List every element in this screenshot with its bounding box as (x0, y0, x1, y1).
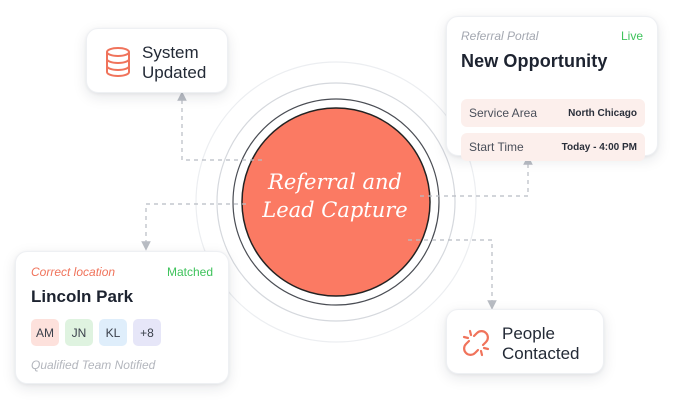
database-icon (104, 47, 132, 78)
location-title: Lincoln Park (31, 287, 134, 306)
outer-ring (195, 61, 477, 343)
location-kicker: Correct location (31, 265, 116, 279)
center-circle (241, 107, 431, 297)
system-updated-card: System Updated (86, 28, 228, 93)
lincoln-park-card: Correct location Matched Lincoln Park AM… (15, 251, 229, 384)
avatar: AM (31, 319, 59, 346)
people-contacted-line1: People (502, 324, 555, 343)
service-area-label: Service Area (469, 106, 538, 120)
middle-ring (216, 82, 456, 322)
connector-people (408, 239, 497, 310)
matched-status: Matched (166, 265, 213, 279)
referral-portal-card: Referral Portal Live New Opportunity Ser… (446, 16, 658, 161)
center-title-line1: Referral and (268, 170, 402, 194)
avatar: KL (99, 319, 127, 346)
people-contacted-card: People Contacted (446, 309, 604, 374)
center-title: Referral and Lead Capture (241, 168, 429, 224)
people-contacted-line2: Contacted (502, 344, 580, 363)
service-area-value: North Chicago (568, 107, 637, 119)
link-icon (461, 328, 491, 358)
inner-ring (232, 98, 440, 306)
connector-portal (420, 155, 533, 197)
connector-lincoln (141, 203, 246, 251)
portal-kicker: Referral Portal (461, 29, 539, 43)
people-contacted-label: People Contacted (502, 324, 580, 364)
avatar-overflow-count: +8 (133, 319, 161, 346)
system-updated-line2: Updated (142, 63, 207, 82)
avatar-group: AM JN KL +8 (31, 319, 161, 346)
avatar: JN (65, 319, 93, 346)
system-updated-label: System Updated (142, 43, 206, 83)
start-time-value: Today - 4:00 PM (561, 141, 637, 153)
connector-system (177, 91, 262, 161)
service-area-row: Service Area North Chicago (461, 99, 645, 127)
center-title-line2: Lead Capture (262, 198, 408, 222)
start-time-label: Start Time (469, 140, 524, 154)
team-notified-text: Qualified Team Notified (31, 358, 156, 372)
live-status: Live (620, 29, 643, 43)
system-updated-line1: System (142, 43, 199, 62)
start-time-row: Start Time Today - 4:00 PM (461, 133, 645, 161)
portal-title: New Opportunity (461, 51, 608, 71)
